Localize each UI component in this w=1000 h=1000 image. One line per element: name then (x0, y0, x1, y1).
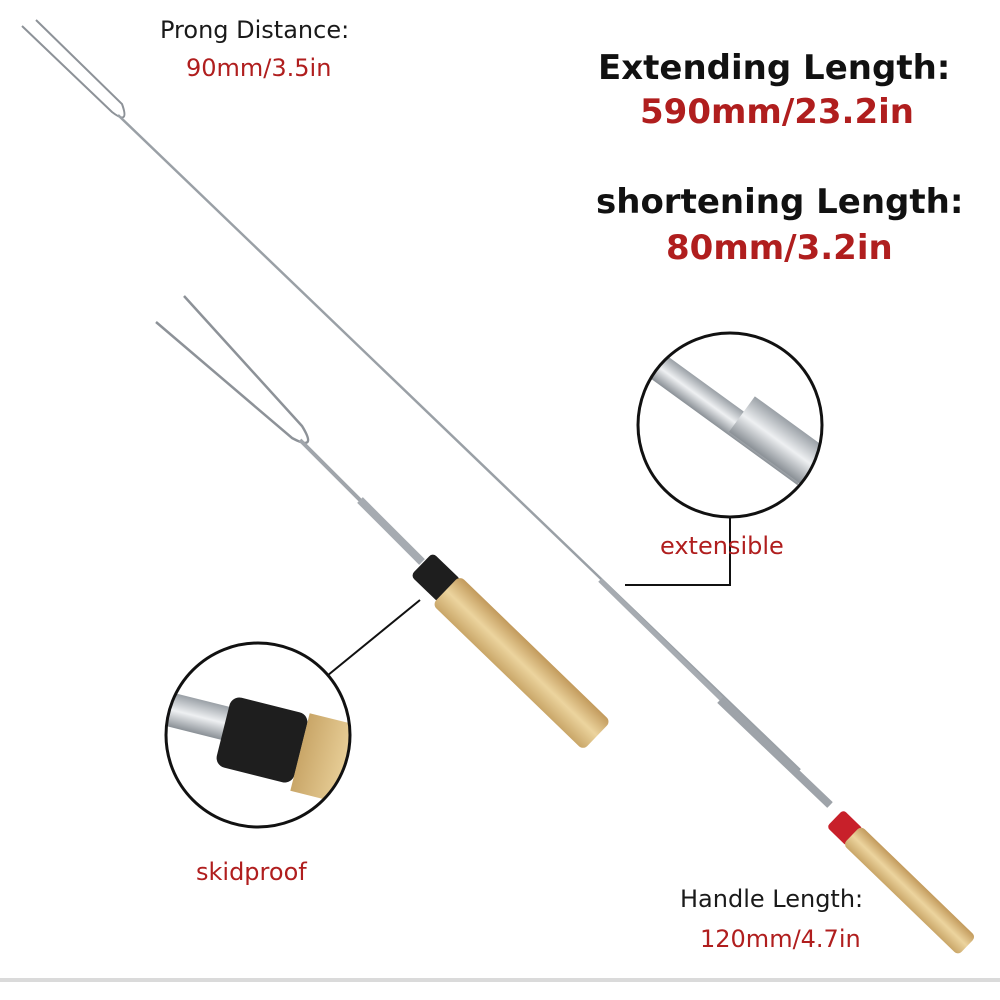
skidproof-pointer-line (321, 599, 421, 681)
extending-length-label: Extending Length: (598, 48, 951, 88)
extending-length-value: 590mm/23.2in (640, 92, 914, 132)
prong-distance-value: 90mm/3.5in (186, 54, 332, 82)
shortening-length-value: 80mm/3.2in (666, 228, 893, 268)
extended-fork (21, 19, 975, 954)
shortening-length-label: shortening Length: (596, 182, 964, 222)
short-fork (155, 295, 609, 748)
handle-wood-short (434, 578, 609, 748)
ground-shadow (0, 978, 1000, 982)
extensible-pointer-line (625, 517, 731, 586)
extensible-zoom-circle (636, 331, 824, 519)
handle-length-value: 120mm/4.7in (700, 925, 861, 953)
skidproof-zoom-circle (164, 641, 352, 829)
handle-length-label: Handle Length: (680, 885, 864, 913)
handle-wood-long (845, 827, 975, 954)
extensible-caption: extensible (660, 532, 784, 560)
skidproof-caption: skidproof (196, 858, 307, 886)
prong-distance-label: Prong Distance: (160, 16, 350, 44)
